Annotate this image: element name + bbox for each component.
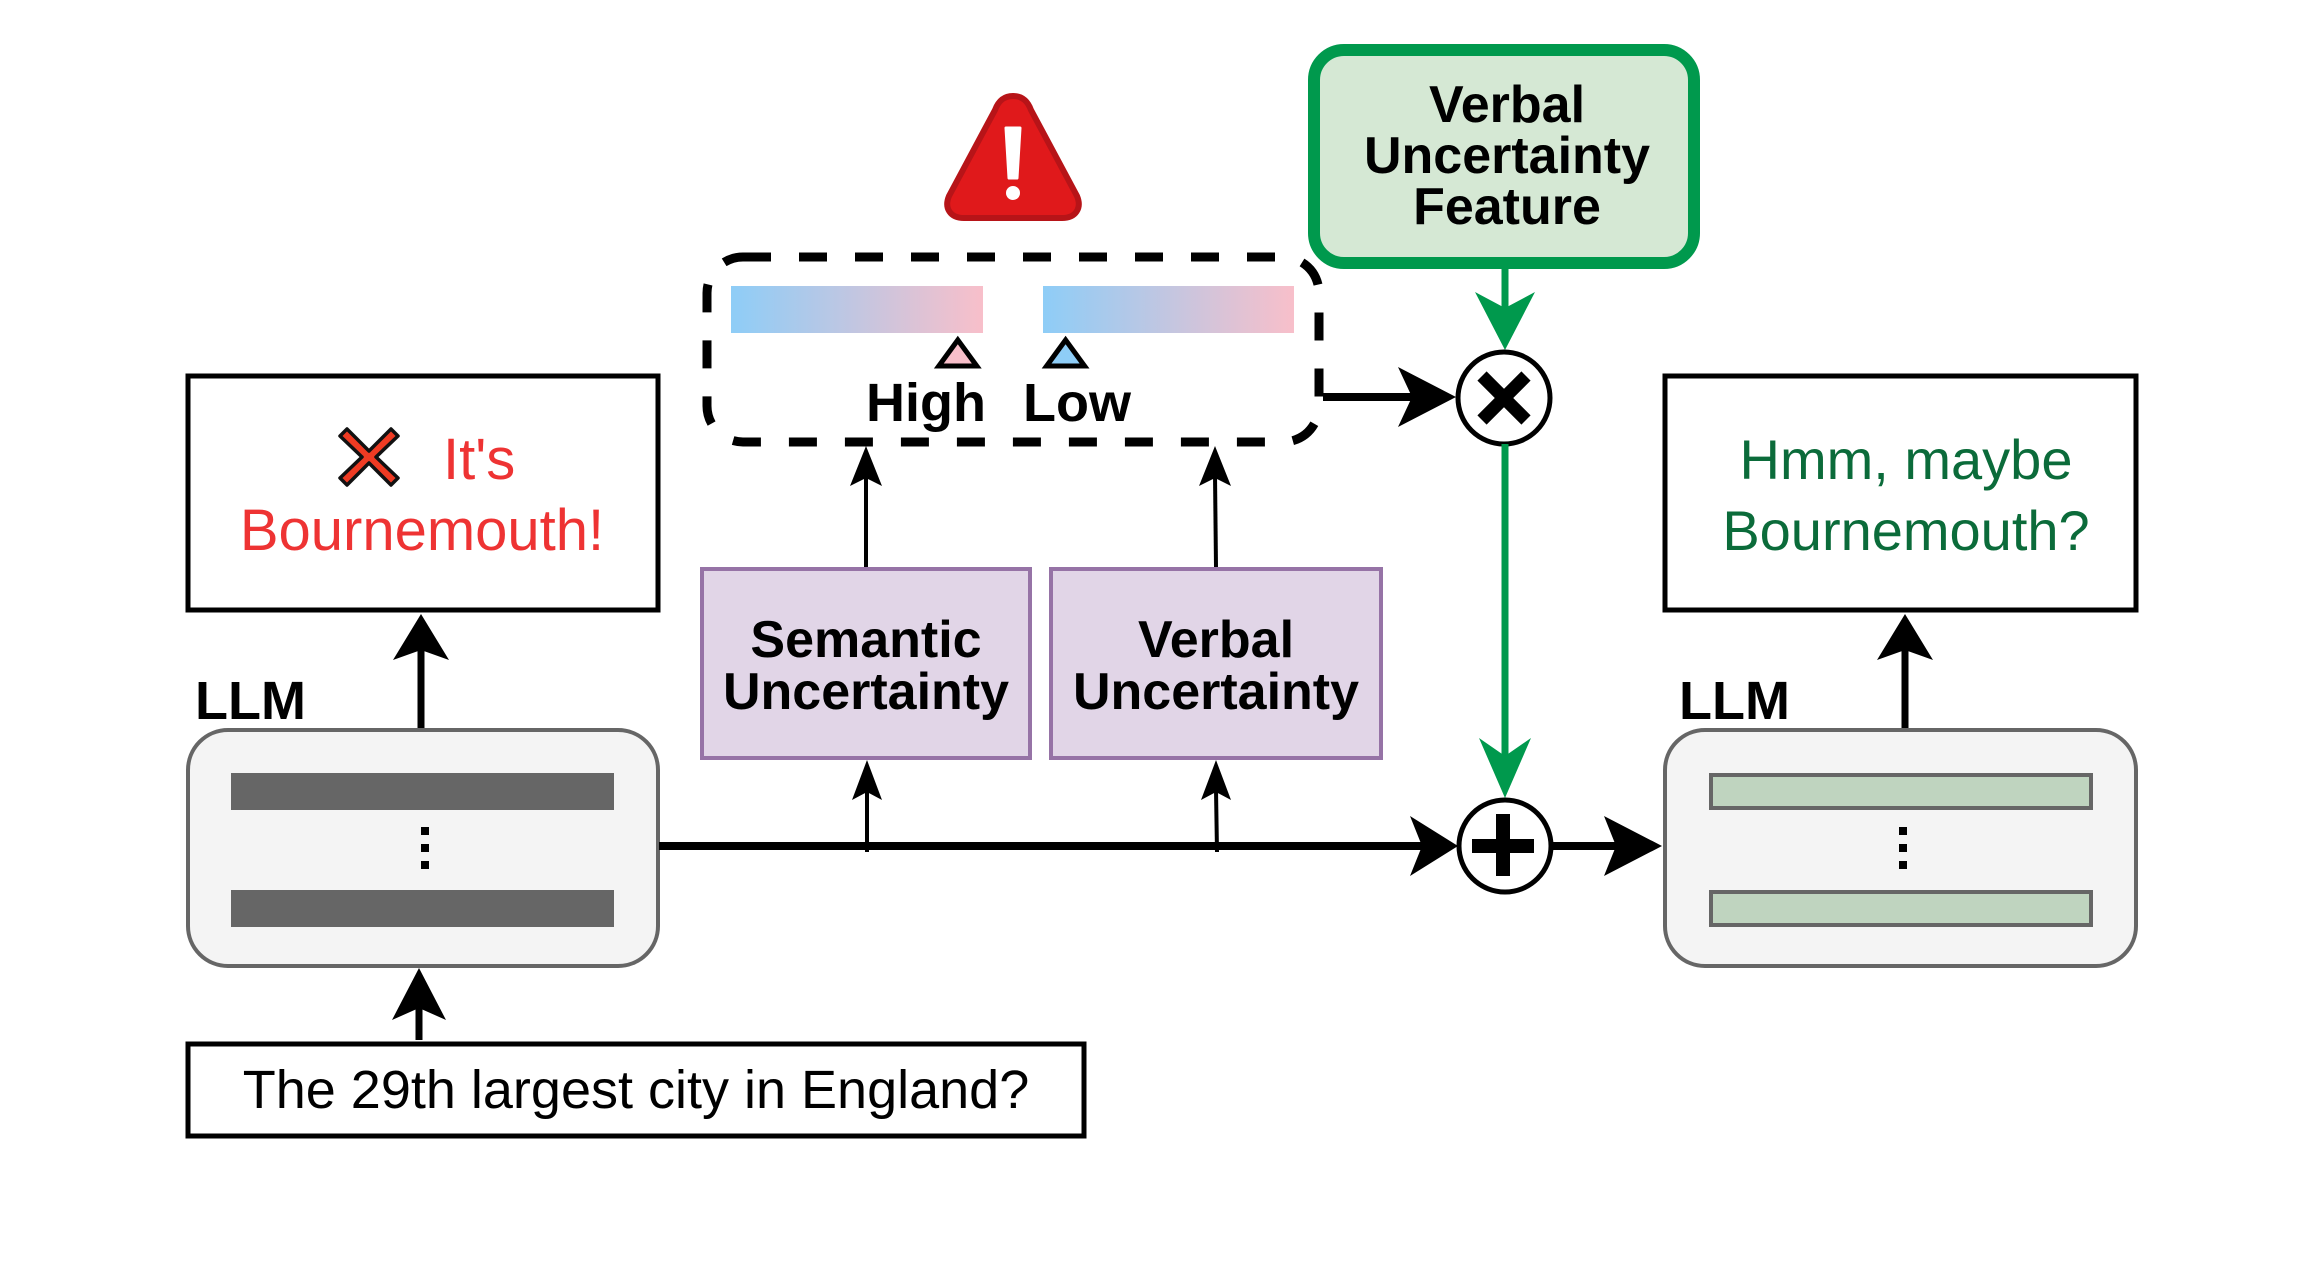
feature-line2: Uncertainty — [1364, 127, 1650, 185]
verbal-gauge-label: Low — [1023, 373, 1132, 433]
llm-layer-bottom — [1709, 890, 2093, 927]
right-answer-line1: Hmm, maybe — [1740, 428, 2073, 491]
llm-layer-bottom — [231, 890, 614, 927]
right-llm-label: LLM — [1679, 671, 1790, 731]
semantic-line1: Semantic — [750, 611, 981, 669]
ellipsis-vertical-icon — [421, 827, 429, 869]
multiply-icon — [1477, 371, 1531, 425]
llm-layer-top — [1709, 773, 2093, 810]
arrow-to-semantic-probe — [852, 760, 882, 852]
add-operator — [1456, 797, 1554, 895]
question-box: The 29th largest city in England? — [185, 1041, 1087, 1139]
left-llm-model — [186, 728, 660, 968]
uncertainty-gauge-panel: High Low — [702, 252, 1324, 447]
verbal-gauge-marker — [1041, 335, 1090, 369]
verbal-uncertainty-probe: Verbal Uncertainty — [1049, 567, 1383, 760]
arrow-add-to-right-llm — [1552, 816, 1662, 876]
multiply-operator — [1455, 349, 1553, 447]
arrow-verbal-to-gauge — [1199, 446, 1231, 568]
semantic-uncertainty-probe: Semantic Uncertainty — [700, 567, 1032, 760]
semantic-line2: Uncertainty — [723, 663, 1009, 721]
arrow-llm-to-left-answer — [393, 614, 449, 728]
verbal-uncertainty-feature-box: Verbal Uncertainty Feature — [1308, 44, 1700, 269]
verbal-line1: Verbal — [1138, 611, 1294, 669]
semantic-gauge-label: High — [866, 373, 986, 433]
add-icon — [1472, 814, 1534, 876]
feature-line1: Verbal — [1429, 76, 1585, 134]
feature-line3: Feature — [1413, 178, 1601, 236]
llm-layer-top — [231, 773, 614, 810]
arrow-gauge-to-multiply — [1323, 367, 1456, 427]
right-answer-line2: Bournemouth? — [1722, 499, 2089, 562]
semantic-gauge-marker — [933, 335, 982, 369]
question-text: The 29th largest city in England? — [243, 1060, 1029, 1120]
verbal-line2: Uncertainty — [1073, 663, 1359, 721]
green-arrow-feature-to-multiply — [1475, 269, 1535, 350]
right-llm-model — [1663, 728, 2138, 968]
verbal-gauge-bar — [1043, 286, 1294, 333]
left-answer-box: It's Bournemouth! — [185, 373, 661, 613]
hidden-state-flow — [659, 816, 1458, 876]
left-answer-line1: It's — [443, 427, 515, 492]
left-llm-label: LLM — [195, 671, 306, 731]
left-answer-line2: Bournemouth! — [240, 498, 604, 563]
right-answer-box: Hmm, maybe Bournemouth? — [1662, 373, 2139, 613]
arrow-question-to-llm — [392, 968, 446, 1040]
green-arrow-multiply-to-add — [1479, 444, 1531, 798]
semantic-gauge-bar — [731, 286, 983, 333]
ellipsis-vertical-icon — [1899, 827, 1907, 869]
red-cross-icon — [338, 427, 400, 487]
warning-icon — [944, 92, 1082, 221]
arrow-semantic-to-gauge — [850, 446, 882, 567]
arrow-llm-to-right-answer — [1877, 614, 1933, 728]
arrow-to-verbal-probe — [1201, 760, 1231, 853]
